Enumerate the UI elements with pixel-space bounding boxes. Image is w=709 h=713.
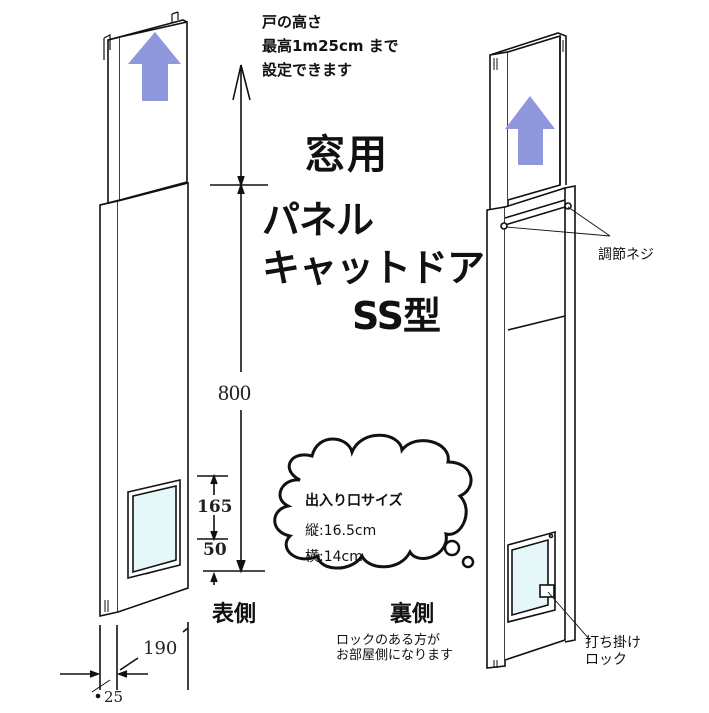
product-title-line3: SS型 <box>352 294 441 338</box>
thought-bubble-icon <box>273 433 475 570</box>
product-title-line2: キャットドア <box>262 246 485 290</box>
usage-title: 窓用 <box>305 132 389 178</box>
back-note-line1: ロックのある方が <box>336 633 441 648</box>
back-note-line2: お部屋側になります <box>336 648 454 663</box>
height-note-line3: 設定できます <box>262 61 353 79</box>
latch-lock-line1: 打ち掛け <box>585 635 641 651</box>
dimension-lines-front <box>60 64 268 699</box>
height-note: 戸の高さ 最高1m25cm まで 設定できます <box>262 10 399 82</box>
front-panel <box>99 11 189 617</box>
up-arrow-icon <box>128 32 181 101</box>
dimension-panel-depth: 25 <box>104 688 124 706</box>
opening-size-horizontal: 横:14cm <box>305 549 363 565</box>
back-side-note: ロックのある方が お部屋側になります <box>336 633 453 663</box>
product-title-line1: パネル <box>262 198 374 242</box>
front-side-label: 表側 <box>212 602 257 627</box>
opening-size-title: 出入り口サイズ <box>305 493 403 509</box>
dimension-bottom-margin: 50 <box>203 540 227 560</box>
adjust-screw-callout: 調節ネジ <box>598 247 654 263</box>
dimension-panel-width: 190 <box>143 638 178 659</box>
latch-lock-callout: 打ち掛け ロック <box>585 635 641 669</box>
opening-size-vertical: 縦:16.5cm <box>305 523 377 539</box>
dimension-opening-height: 165 <box>197 497 233 517</box>
dimension-panel-height: 800 <box>218 380 251 405</box>
product-title: パネル キャットドア SS型 <box>262 196 485 340</box>
height-note-line2: 最高1m25cm まで <box>262 37 399 55</box>
height-note-line1: 戸の高さ <box>262 13 323 31</box>
callout-lines <box>505 206 611 641</box>
up-arrow-icon <box>505 96 555 165</box>
latch-lock-line2: ロック <box>585 652 627 668</box>
back-side-label: 裏側 <box>390 602 435 627</box>
